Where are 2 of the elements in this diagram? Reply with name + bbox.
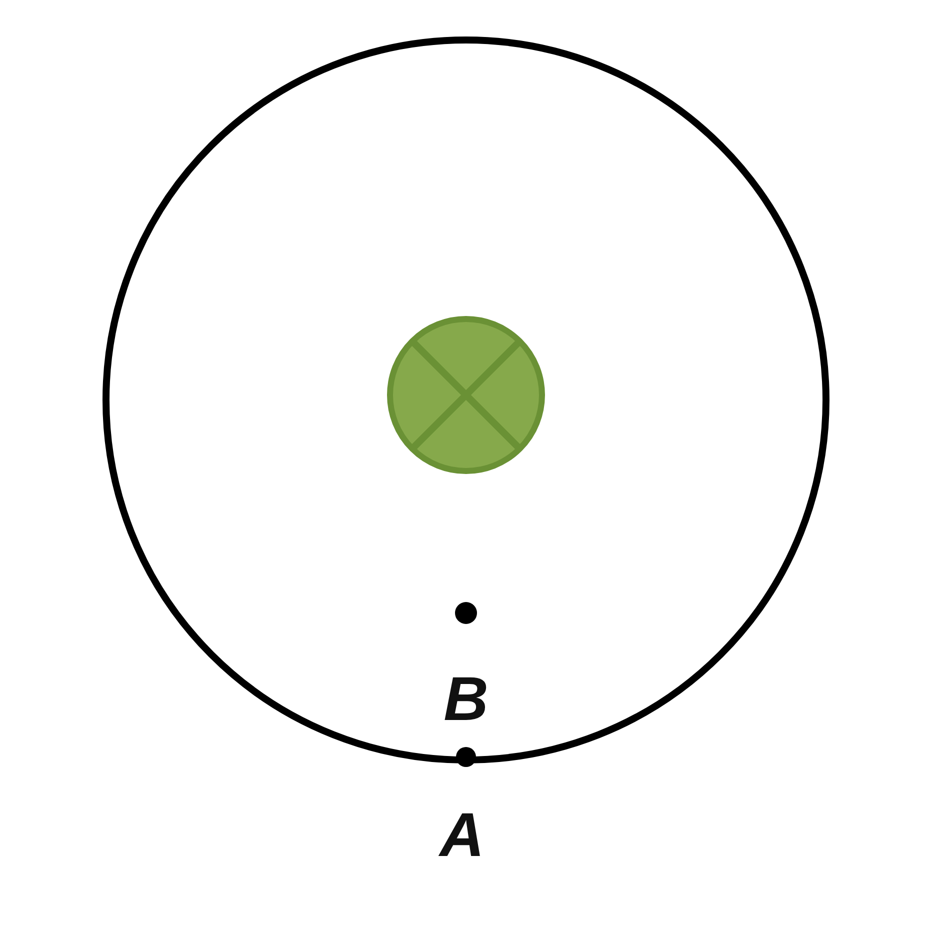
point-label: B <box>444 669 488 731</box>
point-label: A <box>440 805 484 867</box>
